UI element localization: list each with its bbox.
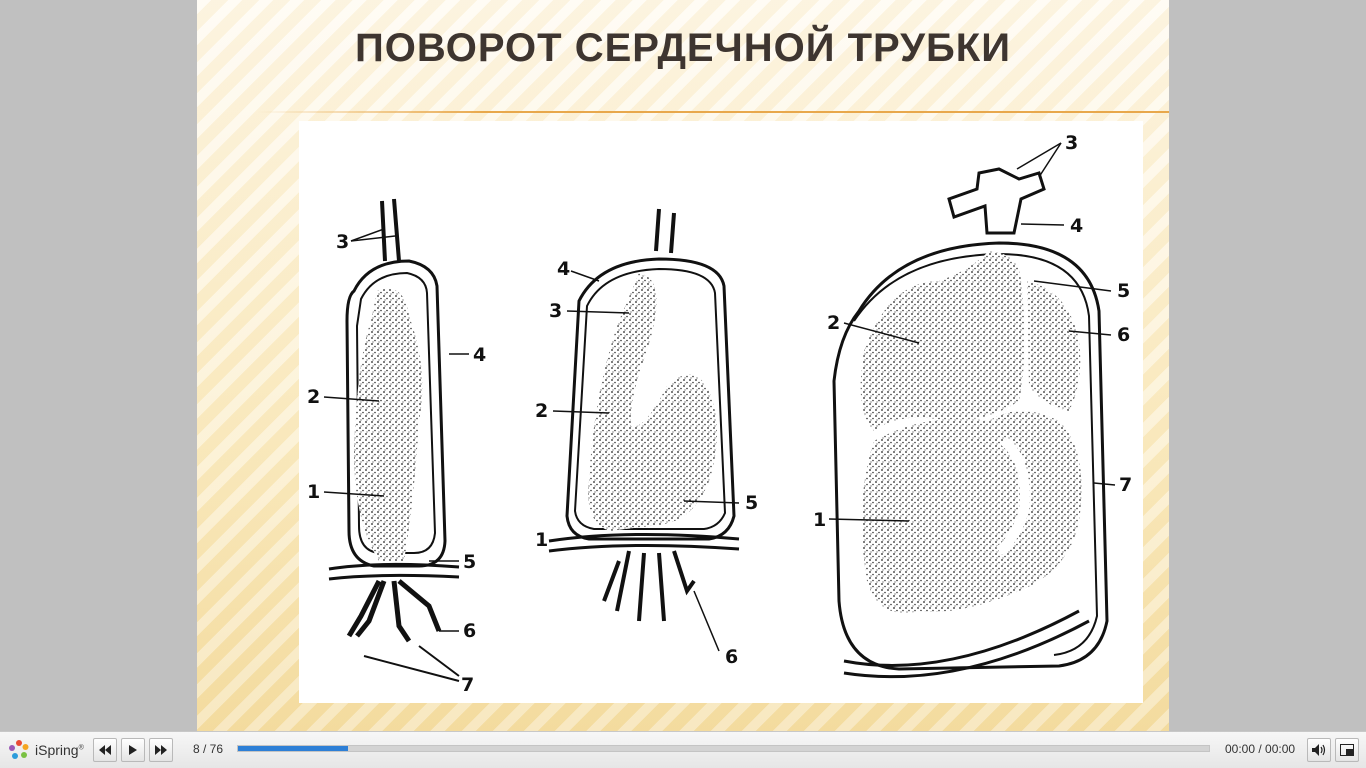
middle-diagram-labels: 4 3 2 5 1 6 (535, 258, 758, 668)
label-right-5: 5 (1117, 280, 1130, 302)
label-left-2: 2 (307, 386, 320, 408)
label-right-1: 1 (813, 509, 826, 531)
label-left-1: 1 (307, 481, 320, 503)
slide-counter: 8 / 76 (193, 742, 224, 756)
label-middle-6: 6 (725, 646, 738, 668)
heart-tube-drawing: 3 4 2 1 5 6 7 (307, 132, 1132, 696)
title-divider (257, 111, 1169, 113)
label-middle-3: 3 (549, 300, 562, 322)
label-right-2: 2 (827, 312, 840, 334)
label-left-4: 4 (473, 344, 486, 366)
rewind-icon (99, 745, 111, 755)
play-icon (129, 745, 137, 755)
left-diagram-labels: 3 4 2 1 5 6 7 (307, 231, 486, 696)
ispring-logo-icon (9, 740, 29, 759)
right-diagram-labels: 3 4 5 2 6 7 1 (813, 132, 1132, 531)
label-right-6: 6 (1117, 324, 1130, 346)
ispring-logo-text: iSpring® (35, 742, 84, 758)
volume-button[interactable] (1307, 738, 1331, 762)
label-middle-1: 1 (535, 529, 548, 551)
label-right-3: 3 (1065, 132, 1078, 154)
middle-leader-lines (552, 270, 740, 652)
label-middle-4: 4 (557, 258, 570, 280)
right-leader-lines (828, 142, 1116, 522)
forward-button[interactable] (149, 738, 173, 762)
heart-tube-figure: 3 4 2 1 5 6 7 (299, 121, 1143, 703)
slide-title: ПОВОРОТ СЕРДЕЧНОЙ ТРУБКИ (355, 26, 1011, 70)
left-leader-lines (323, 228, 469, 632)
label-middle-2: 2 (535, 400, 548, 422)
volume-icon (1312, 744, 1326, 756)
ispring-logo[interactable]: iSpring® (8, 738, 84, 762)
middle-heart-diagram (548, 208, 740, 622)
playback-time: 00:00 / 00:00 (1225, 742, 1296, 756)
left-heart-diagram (328, 198, 460, 682)
label-left-3: 3 (336, 231, 349, 253)
play-button[interactable] (121, 738, 145, 762)
label-middle-5: 5 (745, 492, 758, 514)
label-left-5: 5 (463, 551, 476, 573)
rewind-button[interactable] (93, 738, 117, 762)
progress-bar-fill (238, 746, 348, 751)
label-right-7: 7 (1119, 474, 1132, 496)
slide-canvas: ПОВОРОТ СЕРДЕЧНОЙ ТРУБКИ (197, 0, 1169, 731)
label-right-4: 4 (1070, 215, 1083, 237)
right-heart-diagram (832, 167, 1109, 679)
progress-bar[interactable] (237, 745, 1210, 752)
label-left-6: 6 (463, 620, 476, 642)
fullscreen-button[interactable] (1335, 738, 1359, 762)
fullscreen-icon (1340, 744, 1354, 756)
forward-icon (155, 745, 167, 755)
label-left-7: 7 (461, 674, 474, 696)
